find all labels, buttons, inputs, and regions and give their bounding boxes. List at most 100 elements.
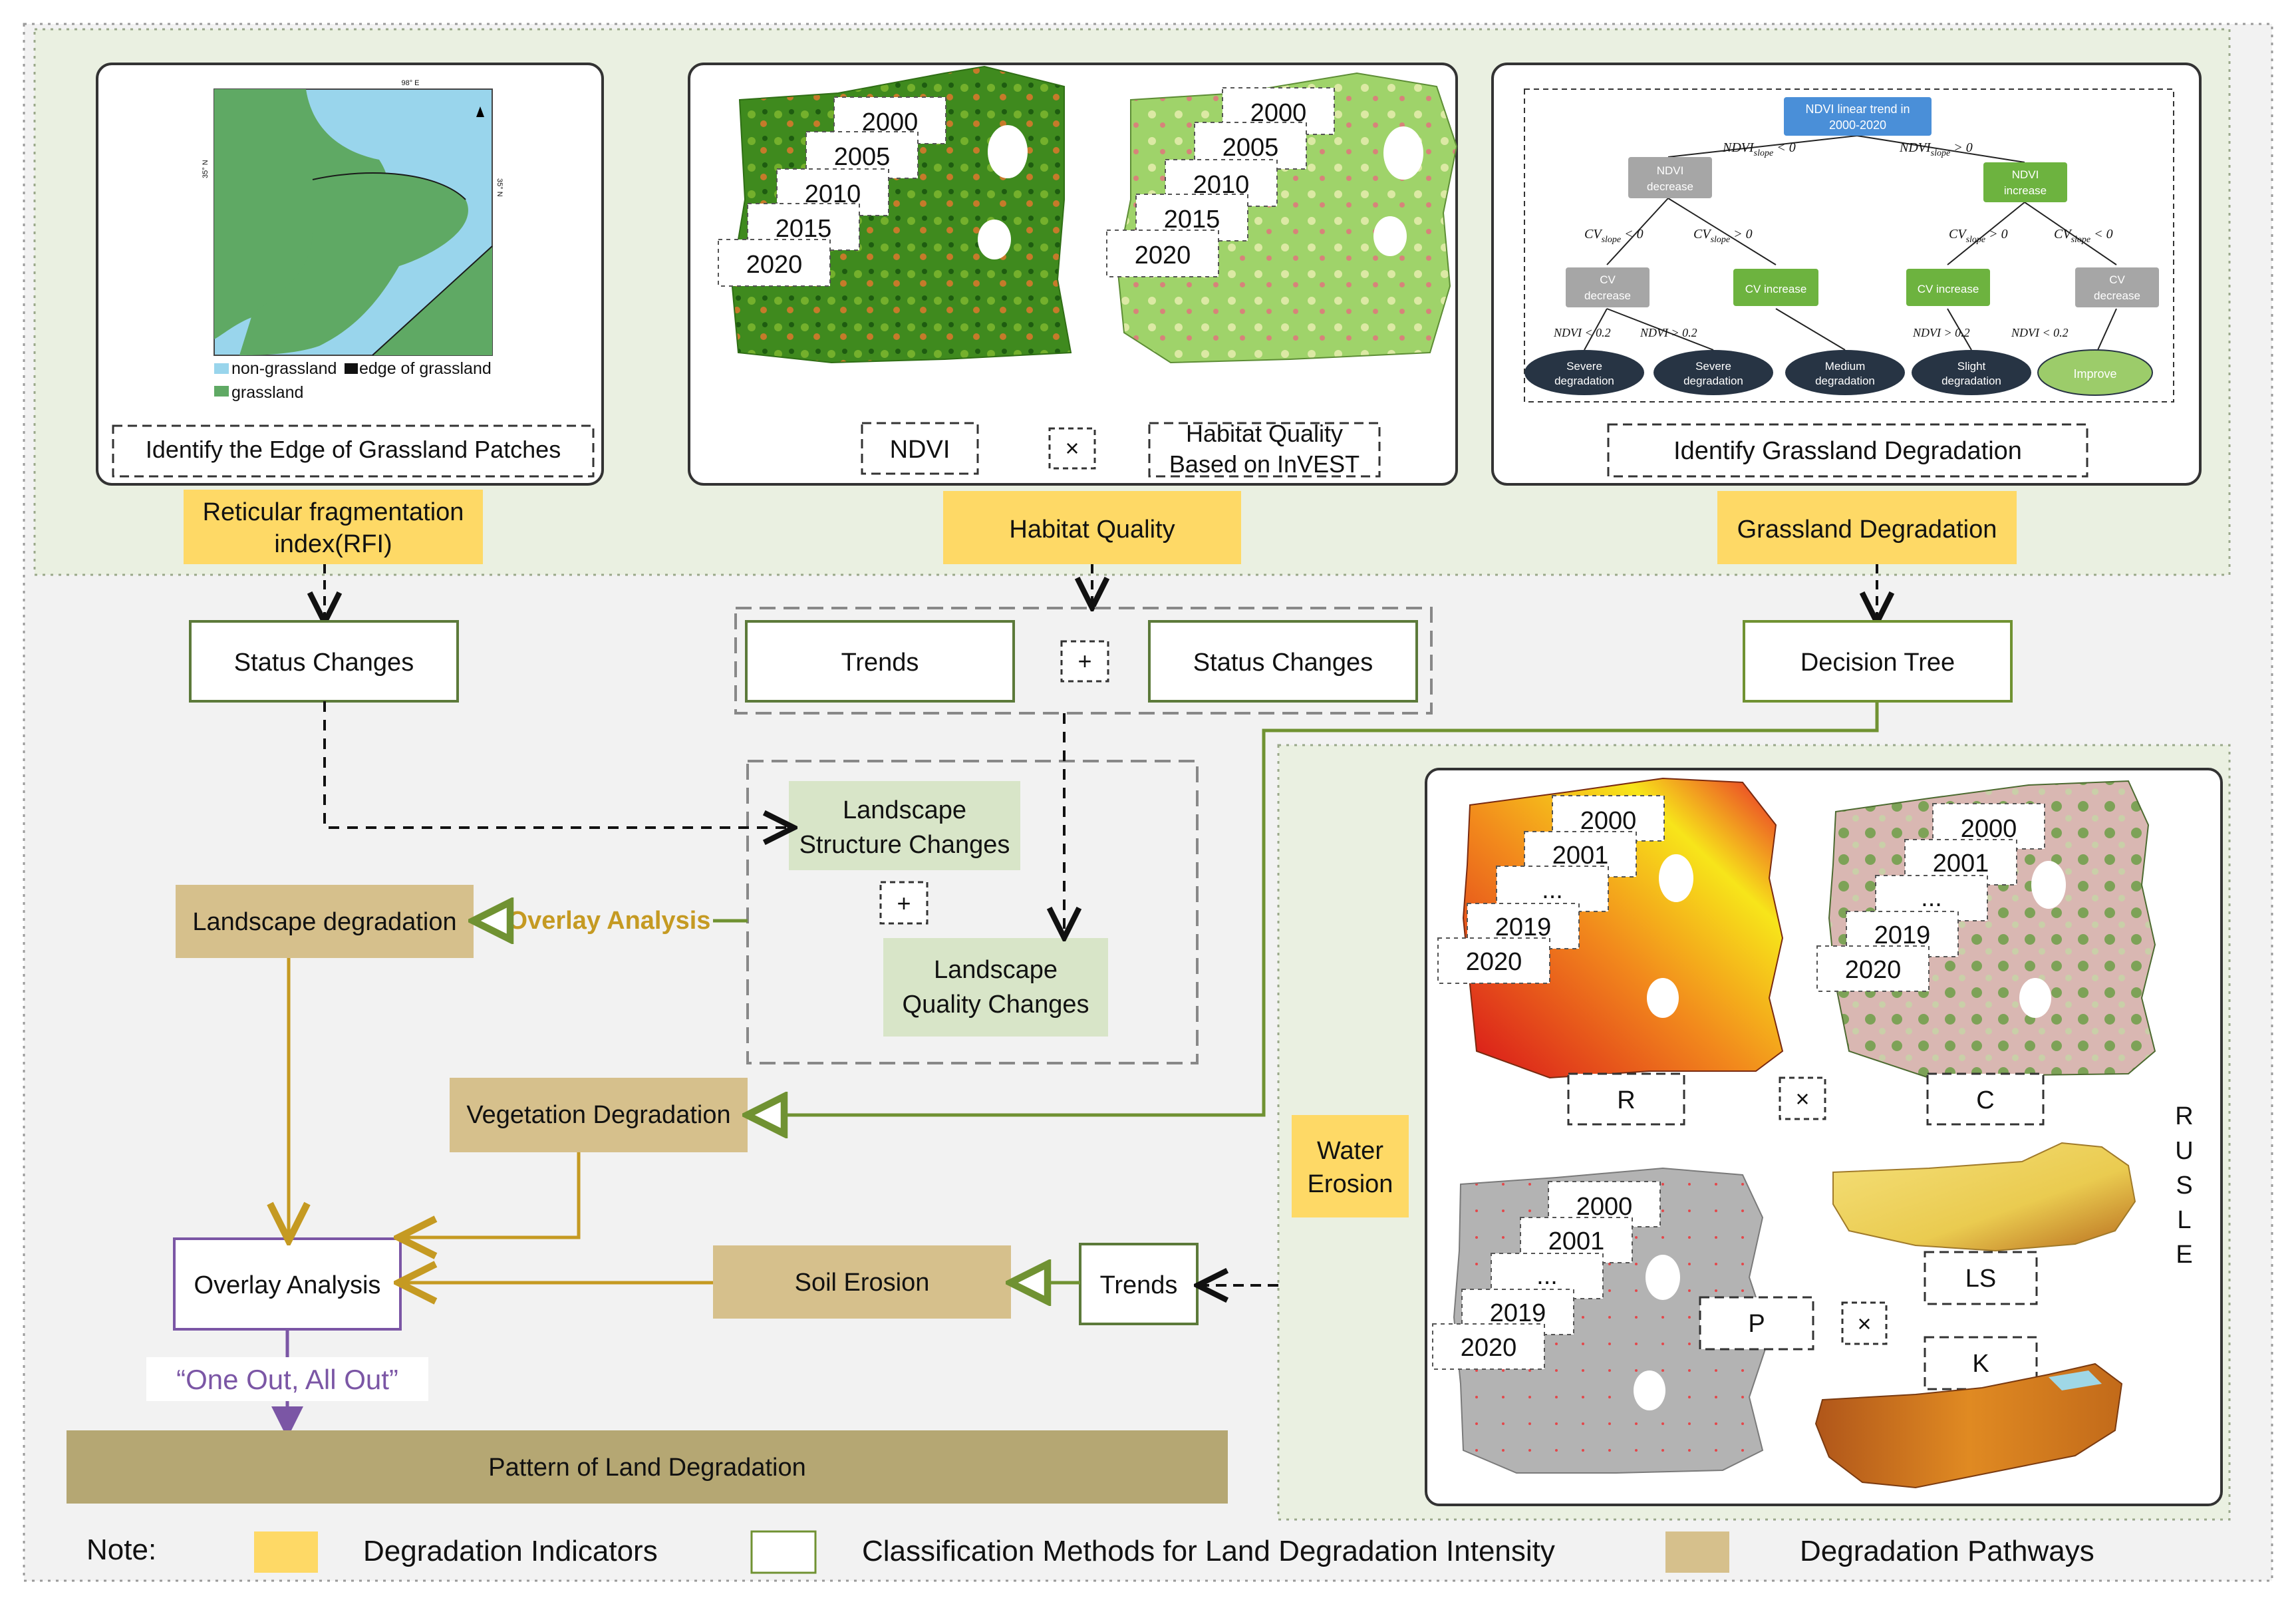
legend-swatch-edge <box>345 363 358 374</box>
overlay-analysis-box-label: Overlay Analysis <box>194 1271 381 1299</box>
r-year-2019: 2019 <box>1495 913 1552 941</box>
multiply-sign-pk: × <box>1857 1310 1871 1337</box>
multiply-sign: × <box>1065 434 1079 462</box>
tree-cv-decrease-b-line1: CV <box>2109 273 2125 286</box>
tree-leaf-improve <box>2037 349 2153 396</box>
indicator-rfi-line2: index(RFI) <box>274 530 392 558</box>
rusle-letter-r: R <box>2175 1102 2193 1130</box>
k-map-water <box>2049 1370 2102 1390</box>
legend-swatch-non-grassland <box>214 363 229 374</box>
indicator-grassland-degradation <box>1717 491 2017 564</box>
tree-threshold-2: NDVI > 0.2 <box>1640 326 1697 339</box>
method-status-changes-habitat-label: Status Changes <box>1193 649 1373 677</box>
p-year-2000: 2000 <box>1576 1193 1633 1221</box>
decision-tree <box>1584 135 2117 351</box>
tree-threshold-4: NDVI < 0.2 <box>2011 326 2069 339</box>
degradation-panel: NDVI linear trend in 2000-2020 NDVIslope… <box>1491 63 2202 486</box>
grassland-patch-center <box>239 173 468 355</box>
k-factor-label: K <box>1972 1350 1989 1378</box>
tree-leaf-severe-2 <box>1653 350 1773 395</box>
rusle-letter-s: S <box>2176 1172 2192 1200</box>
c-year-stack: 2000 2001 ... 2019 2020 <box>1816 803 2045 992</box>
p-year-2001: 2001 <box>1548 1227 1605 1255</box>
r-year-2020: 2020 <box>1466 948 1522 976</box>
landscape-structure-line2: Structure Changes <box>799 831 1010 859</box>
p-year-stack: 2000 2001 ... 2019 2020 <box>1432 1181 1661 1370</box>
pathway-soil-erosion-label: Soil Erosion <box>795 1269 930 1297</box>
legend-edge: edge of grassland <box>359 359 492 378</box>
landscape-quality-changes <box>883 938 1108 1037</box>
c-year-2020: 2020 <box>1845 956 1902 984</box>
grassland-edge-map <box>214 88 493 356</box>
legend-indicators: Degradation Indicators <box>363 1535 658 1567</box>
c-year-ellipsis: ... <box>1921 884 1942 912</box>
pathway-vegetation-degradation <box>450 1078 748 1152</box>
habitat-method-group <box>734 607 1433 715</box>
legend-swatch-methods <box>750 1530 817 1574</box>
pathway-soil-erosion <box>713 1245 1011 1319</box>
tree-leaf-medium-line1: Medium <box>1825 360 1865 373</box>
method-status-changes-rfi-label: Status Changes <box>234 649 414 677</box>
tree-ndvi-decrease <box>1628 157 1712 198</box>
r-factor-label: R <box>1617 1086 1635 1114</box>
p-year-2020: 2020 <box>1461 1334 1517 1362</box>
ndvi-year-2015: 2015 <box>776 215 832 243</box>
tree-ndvi-decrease-line1: NDVI <box>1657 164 1684 177</box>
c-year-2019: 2019 <box>1874 921 1931 949</box>
tree-threshold-1: NDVI < 0.2 <box>1553 326 1611 339</box>
indicator-water-erosion-line1: Water <box>1317 1137 1383 1165</box>
north-arrow-icon <box>476 106 484 117</box>
k-factor-map <box>1814 1363 2123 1489</box>
legend-non-grassland: non-grassland <box>231 359 337 378</box>
tree-leaf-medium-line2: degradation <box>1815 375 1875 387</box>
method-decision-tree <box>1743 620 2013 703</box>
legend-pathways: Degradation Pathways <box>1800 1535 2094 1567</box>
tree-leaf-slight-line2: degradation <box>1941 375 2001 387</box>
habitat-panel: 2000 2005 2010 2015 2020 2000 2005 2010 … <box>688 63 1458 486</box>
legend-grassland: grassland <box>231 383 303 402</box>
tree-edge-right: NDVIslope > 0 <box>1899 140 1973 158</box>
method-status-changes-rfi <box>189 620 459 703</box>
tree-leaf-severe-2-line1: Severe <box>1695 360 1731 373</box>
habitat-year-stack: 2000 2005 2010 2015 2020 <box>1106 87 1335 277</box>
ls-factor-map <box>1832 1142 2136 1252</box>
invest-label-line1: Habitat Quality <box>1186 420 1343 447</box>
p-year-2019: 2019 <box>1490 1299 1546 1327</box>
method-status-changes-habitat <box>1148 620 1418 703</box>
method-trends-habitat <box>745 620 1015 703</box>
tree-cv-r2: CVslope < 0 <box>2054 227 2113 245</box>
tree-root-line2: 2000-2020 <box>1829 118 1886 132</box>
indicator-water-erosion-line2: Erosion <box>1308 1170 1393 1198</box>
tree-leaf-slight <box>1912 350 2031 395</box>
tree-ndvi-decrease-line2: decrease <box>1647 180 1693 193</box>
overlay-analysis-arrow-label: Overlay Analysis <box>508 907 711 935</box>
indicator-grassland-degradation-label: Grassland Degradation <box>1737 516 1997 544</box>
indicator-habitat-quality-label: Habitat Quality <box>1009 516 1175 544</box>
pathway-landscape-degradation-label: Landscape degradation <box>192 908 456 936</box>
legend-swatch-pathways <box>1665 1531 1729 1573</box>
tree-leaf-severe-1 <box>1524 350 1644 395</box>
landscape-structure-changes <box>789 781 1020 870</box>
tree-ndvi-increase-line1: NDVI <box>2012 168 2039 181</box>
hq-year-2015: 2015 <box>1164 206 1220 234</box>
pattern-of-land-degradation <box>67 1430 1228 1504</box>
legend-swatch-indicators <box>254 1531 318 1573</box>
ndvi-year-2020: 2020 <box>746 251 803 279</box>
hq-year-2005: 2005 <box>1222 134 1279 162</box>
landscape-quality-line2: Quality Changes <box>903 991 1089 1019</box>
plus-sign-habitat: + <box>1077 647 1091 675</box>
tree-leaf-severe-1-line1: Severe <box>1566 360 1602 373</box>
tree-cv-decrease-a-line1: CV <box>1600 273 1616 286</box>
indicator-water-erosion <box>1292 1115 1409 1217</box>
legend-note: Note: <box>86 1533 156 1566</box>
r-year-stack: 2000 2001 ... 2019 2020 <box>1437 795 1665 984</box>
tree-ndvi-increase-line2: increase <box>2004 184 2047 197</box>
tree-cv-l1: CVslope < 0 <box>1584 227 1644 245</box>
rfi-panel: 98° E 35° N 35° N non-grassland edge of … <box>96 63 604 486</box>
rusle-letter-l: L <box>2177 1206 2191 1234</box>
legend-methods: Classification Methods for Land Degradat… <box>862 1535 1555 1567</box>
hq-year-2020: 2020 <box>1135 241 1191 269</box>
map-longitude-label: 98° E <box>401 79 419 87</box>
map-lat-left: 35° N <box>202 160 210 178</box>
